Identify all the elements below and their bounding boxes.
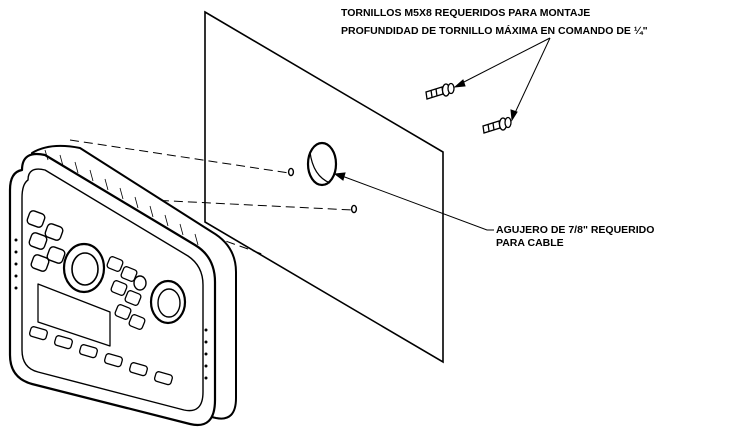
remote-control-unit <box>8 144 237 427</box>
hole-label-line1: AGUJERO DE 7/8" REQUERIDO <box>496 224 654 236</box>
screws-leader <box>453 37 551 122</box>
hole-label-line2: PARA CABLE <box>496 237 564 249</box>
screw-hole-upper <box>287 167 295 177</box>
screw-upper <box>425 82 455 100</box>
cable-hole <box>306 141 338 187</box>
screw-hole-lower <box>350 204 358 214</box>
screws-label-line1: TORNILLOS M5X8 REQUERIDOS PARA MONTAJE <box>341 7 590 19</box>
screws-label-line2: PROFUNDIDAD DE TORNILLO MÁXIMA EN COMAND… <box>341 24 648 37</box>
screw-lower <box>482 116 512 134</box>
mounting-panel <box>204 10 444 364</box>
hole-leader <box>333 172 494 231</box>
